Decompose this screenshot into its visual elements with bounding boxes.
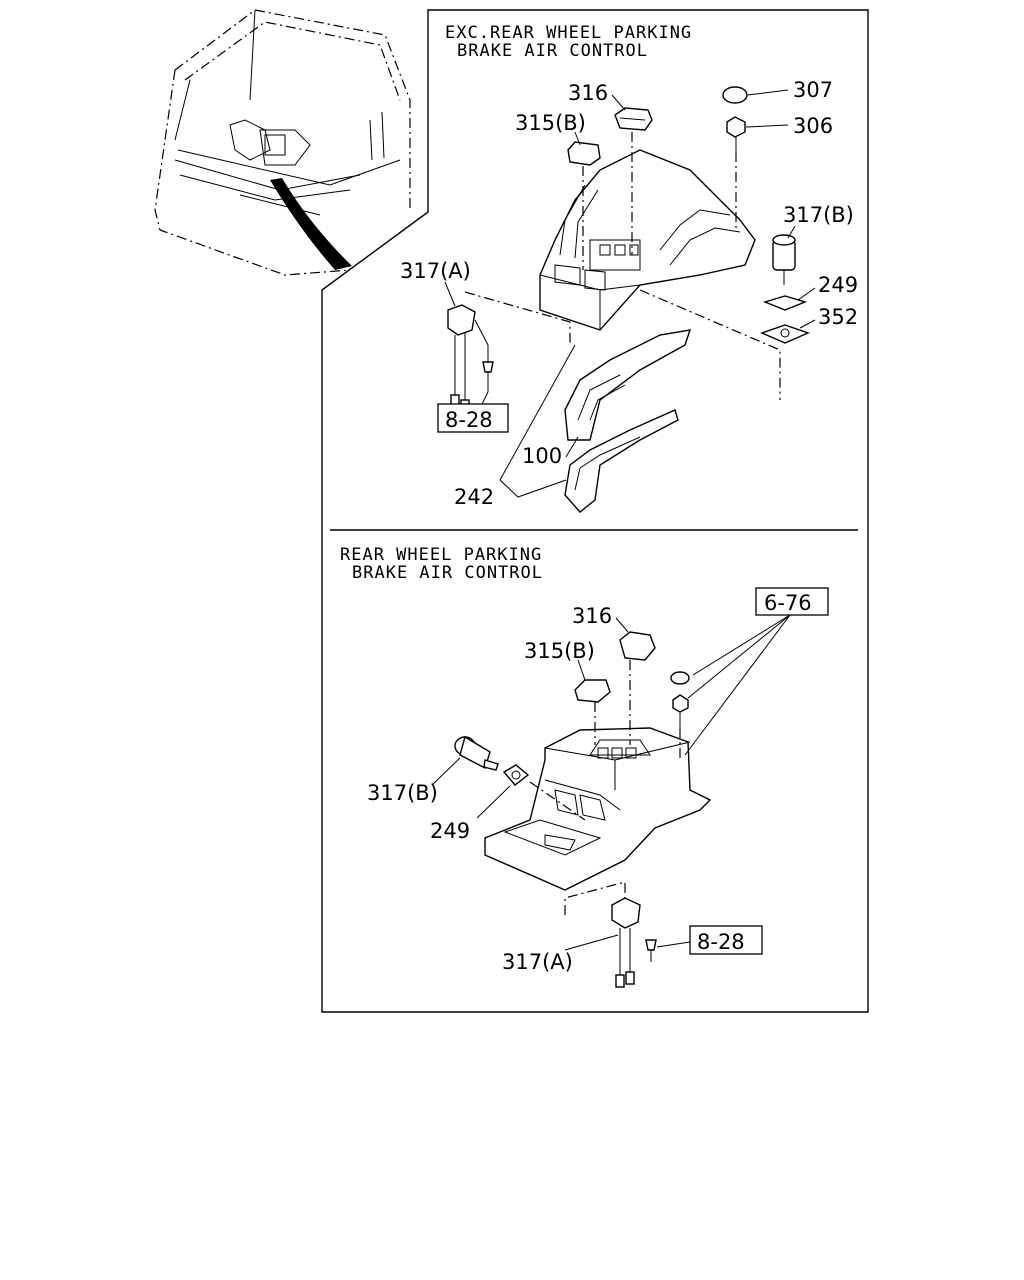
label-ref-8-28-top: 8-28	[445, 408, 493, 432]
part-100-panel	[564, 329, 692, 441]
bottom-section-heading-line1: REAR WHEEL PARKING	[340, 545, 542, 565]
console-housing-top	[539, 149, 756, 331]
label-352: 352	[818, 305, 858, 329]
bottom-section-heading-line2: BRAKE AIR CONTROL	[352, 563, 543, 583]
label-249-bottom: 249	[430, 819, 470, 843]
part-316-switch	[614, 107, 653, 255]
part-306-fastener	[726, 116, 746, 230]
part-screw-bottom	[672, 694, 689, 760]
label-ref-6-76: 6-76	[764, 591, 812, 615]
part-242-gasket	[564, 409, 679, 513]
cab-overview-illustration	[154, 9, 411, 276]
part-307-cap	[722, 86, 748, 104]
ref-box-8-28-bottom	[689, 925, 763, 955]
label-306: 306	[793, 114, 833, 138]
top-section-heading-line2: BRAKE AIR CONTROL	[457, 41, 648, 61]
part-cap-bottom	[670, 671, 690, 685]
label-317a-top: 317(A)	[400, 259, 471, 283]
part-249-washer-top	[762, 295, 808, 311]
top-section-heading-line1: EXC.REAR WHEEL PARKING	[445, 23, 692, 43]
label-ref-8-28-bottom: 8-28	[697, 930, 745, 954]
label-315b-bottom: 315(B)	[524, 639, 595, 663]
label-317b-bottom: 317(B)	[367, 781, 438, 805]
label-242: 242	[454, 485, 494, 509]
label-316-bottom: 316	[572, 604, 612, 628]
part-316-switch-bottom	[619, 631, 656, 745]
part-317a-switch-top	[447, 304, 494, 415]
label-315b-top: 315(B)	[515, 111, 586, 135]
label-249-top: 249	[818, 273, 858, 297]
part-317a-switch-bottom	[611, 897, 657, 988]
part-315b-switch	[567, 141, 601, 270]
console-housing-bottom	[484, 727, 712, 891]
ref-box-6-76	[755, 587, 829, 616]
label-100: 100	[522, 444, 562, 468]
label-316-top: 316	[568, 81, 608, 105]
part-317b-knob-bottom	[454, 735, 499, 771]
top-section-frame	[321, 9, 869, 1013]
part-249-washer-bottom	[502, 764, 530, 786]
label-307: 307	[793, 78, 833, 102]
ref-box-8-28-top	[437, 403, 509, 433]
label-317b-top: 317(B)	[783, 203, 854, 227]
part-317b-knob-top	[772, 234, 796, 285]
part-352-bracket	[760, 324, 810, 344]
label-317a-bottom: 317(A)	[502, 950, 573, 974]
